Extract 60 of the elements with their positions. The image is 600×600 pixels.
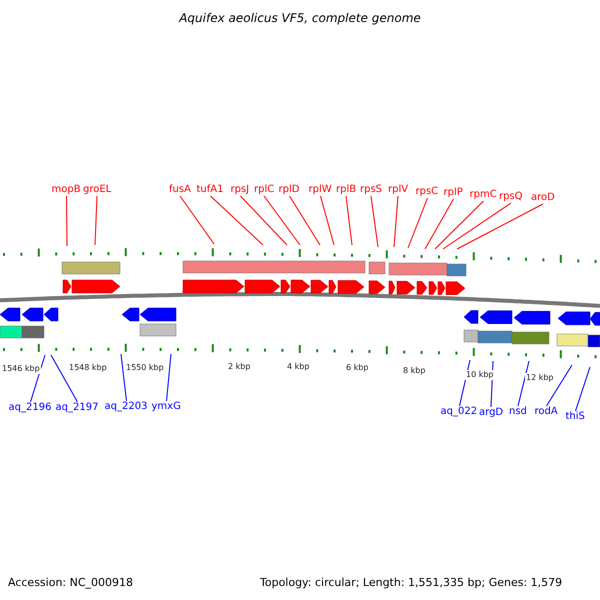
gene-label: rplV: [388, 184, 408, 196]
gene-label: ymxG: [152, 401, 181, 413]
axis-tick-label: 2 kbp: [227, 362, 252, 372]
leader-line: [50, 354, 78, 402]
leader-line: [210, 196, 264, 246]
gene-label: rplP: [444, 187, 463, 199]
gene-label: rpmC: [470, 189, 497, 201]
leader-line: [166, 354, 172, 402]
gene-label: rpsC: [416, 186, 438, 198]
axis-tick-label: 8 kbp: [402, 366, 426, 376]
leader-line: [434, 200, 484, 250]
gene-label: groEL: [83, 184, 112, 196]
gene-label: aq_2203: [104, 401, 148, 413]
gene-label: rplC: [254, 184, 274, 196]
leader-line: [546, 364, 572, 406]
gene-label: rplB: [336, 184, 356, 196]
leader-line: [346, 196, 352, 246]
leader-line: [370, 196, 378, 248]
axis-tick-label: 12 kbp: [525, 373, 555, 383]
gene-label: nsd: [509, 406, 527, 418]
gene-label: tufA1: [196, 184, 224, 196]
leader-line: [408, 198, 428, 248]
gene-label: rpsJ: [230, 184, 250, 196]
axis-tick-label: 10 kbp: [465, 370, 495, 380]
gene-label: rplD: [278, 184, 300, 196]
gene-label: argD: [479, 407, 504, 419]
gene-label: aq_022: [440, 406, 478, 418]
leader-line: [456, 204, 544, 250]
gene-label: rodA: [534, 406, 558, 418]
title: Aquifex aeolicus VF5, complete genome: [178, 11, 422, 25]
axis-tick-label: 1548 kbp: [68, 363, 108, 373]
leader-line: [320, 196, 334, 246]
leader-line: [180, 196, 214, 244]
gene-label: mopB: [52, 184, 81, 196]
axis-tick-label: 6 kbp: [345, 363, 370, 373]
footer-text: Topology: circular; Length: 1,551,335 bp; Genes: 1,579: [260, 576, 562, 589]
gene-label: rpsS: [360, 184, 382, 196]
gene-label: fusA: [169, 184, 191, 196]
leader-line: [518, 360, 530, 406]
gene-label: aroD: [531, 192, 555, 204]
leader-line: [66, 196, 68, 246]
gene-label: rpsQ: [499, 191, 523, 203]
gene-label: aq_2196: [8, 402, 52, 414]
gene-label: rplW: [308, 184, 332, 196]
leader-line: [575, 366, 590, 412]
leader-line: [94, 196, 98, 246]
leader-line: [240, 196, 288, 246]
leader-line: [120, 354, 127, 402]
gene-label: aq_2197: [56, 402, 98, 414]
axis-tick-label: 1546 kbp: [1, 364, 41, 374]
leader-line: [264, 196, 300, 246]
leader-line: [442, 202, 512, 250]
axis-tick-label: 1550 kbp: [125, 363, 165, 373]
leader-line: [30, 354, 46, 402]
leader-line: [289, 196, 320, 246]
axis-tick-label: 4 kbp: [286, 362, 310, 372]
gene-label: thiS: [566, 411, 585, 423]
footer-text: Accession: NC_000918: [8, 576, 134, 589]
leader-line: [394, 196, 398, 248]
leader-line: [424, 198, 454, 250]
